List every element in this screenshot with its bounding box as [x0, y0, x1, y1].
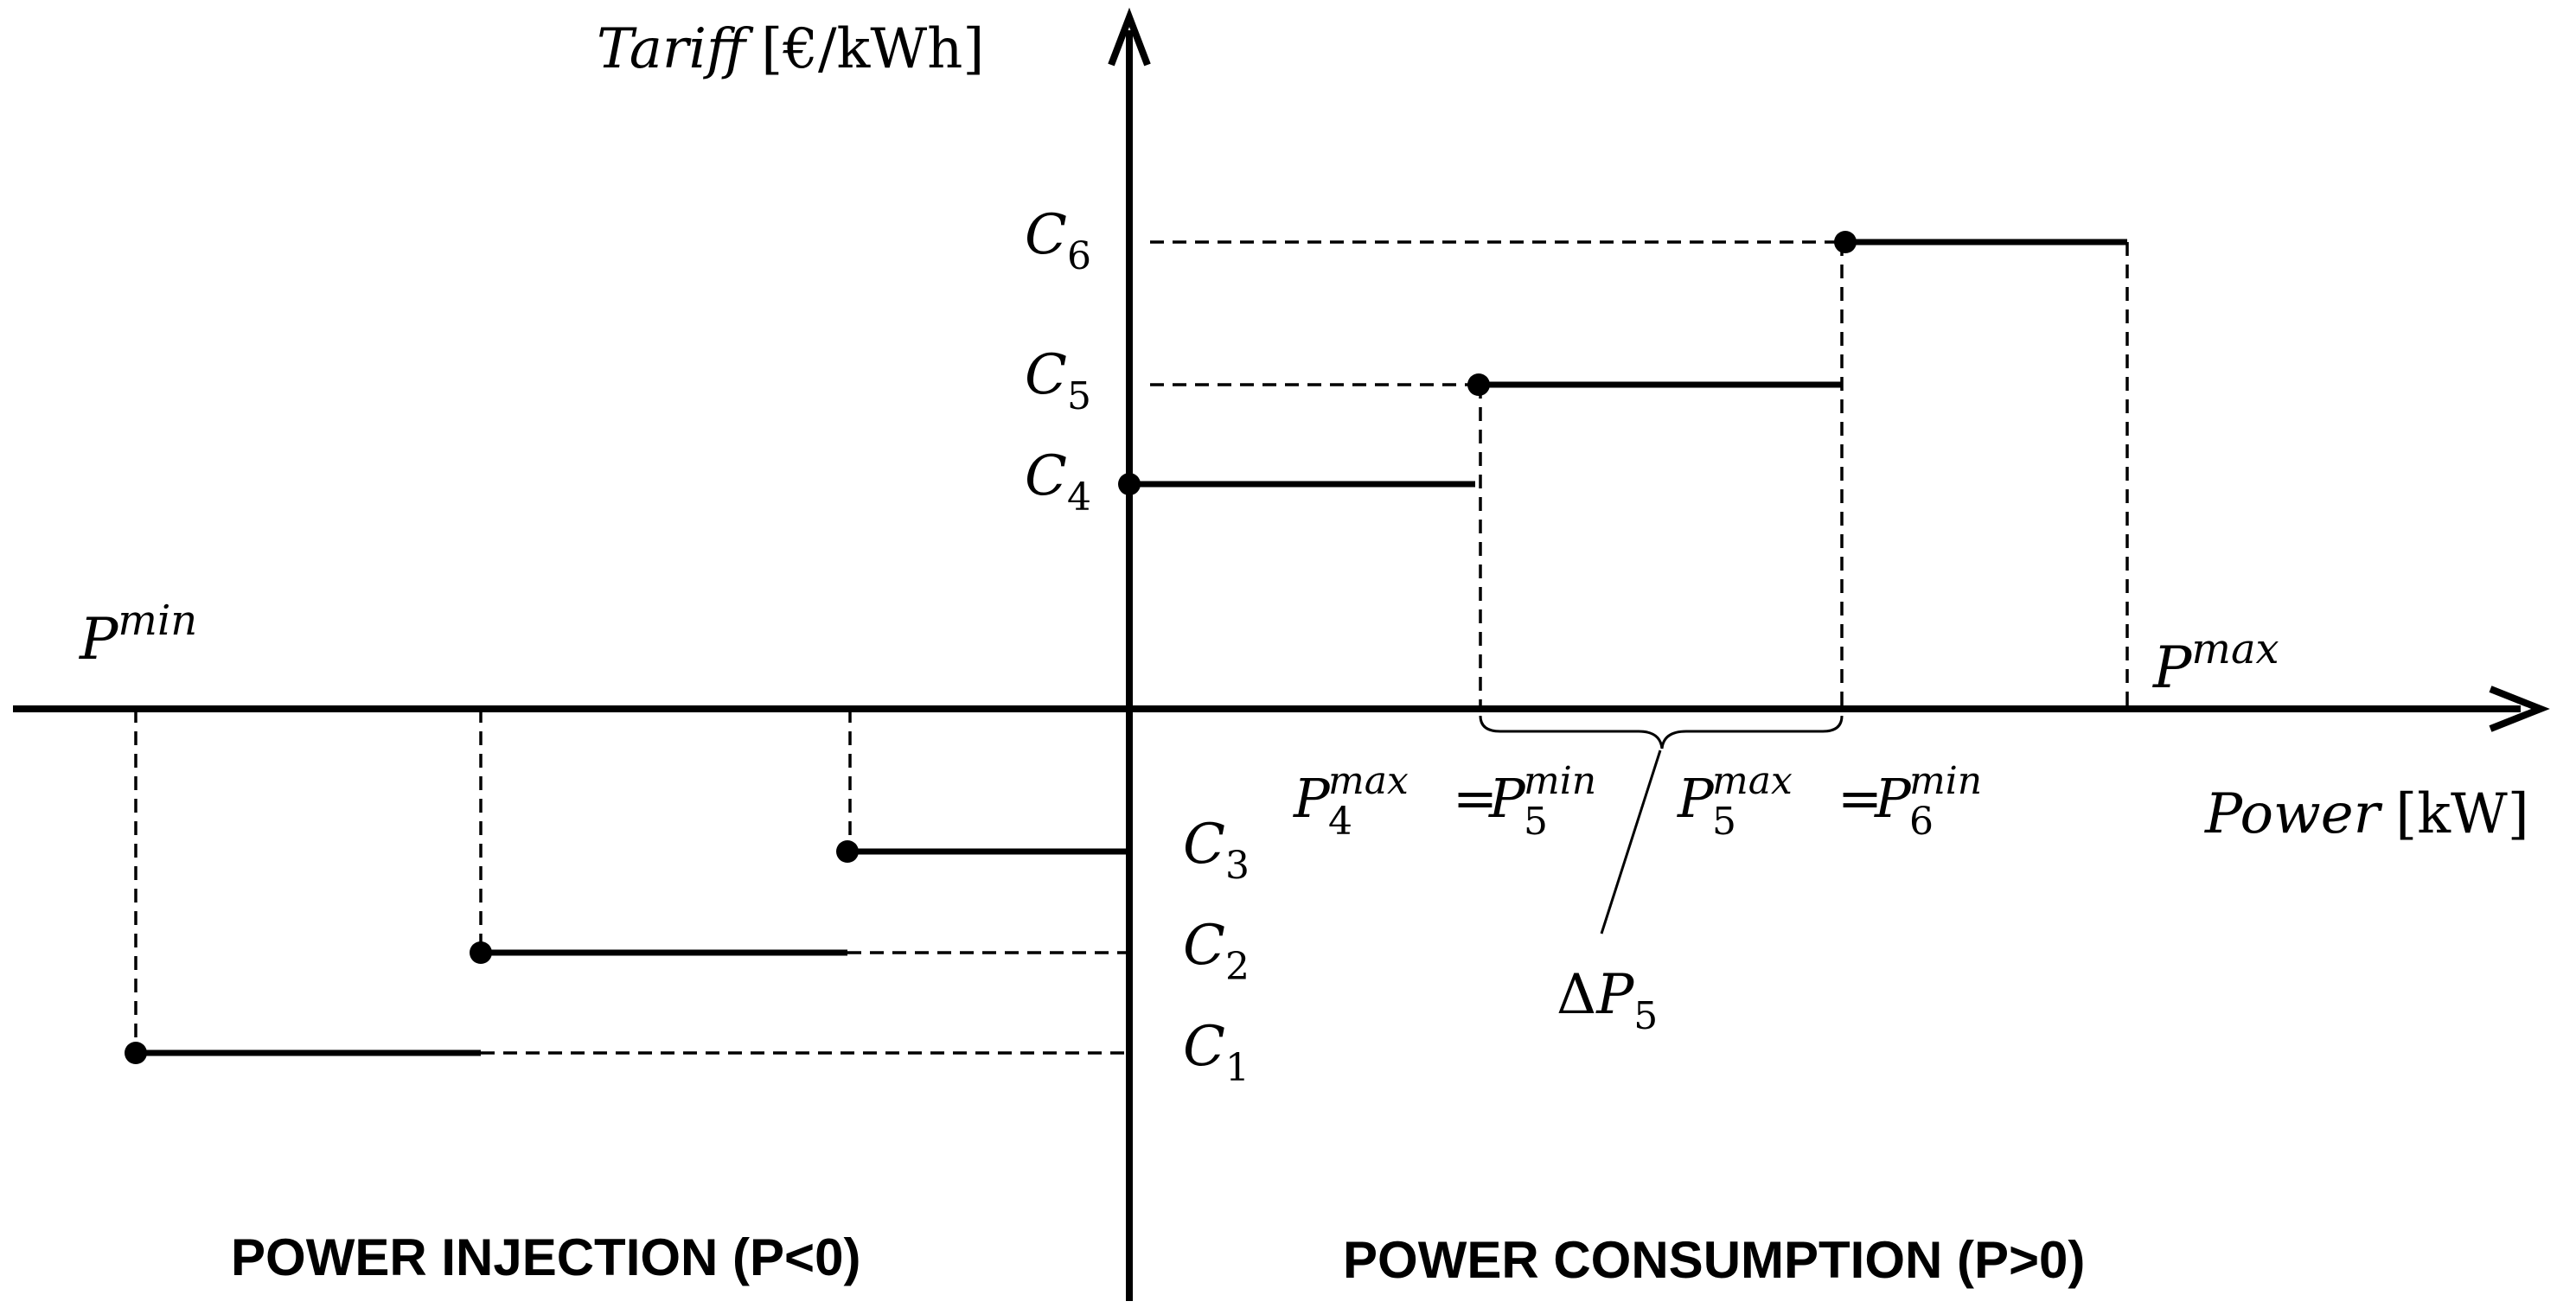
- svg-text:=: =: [1453, 767, 1498, 830]
- level-label-c1: C1: [1183, 1015, 1250, 1090]
- caption-consumption: POWER CONSUMPTION (P>0): [1343, 1231, 2085, 1289]
- x-axis-label: Power[kW]: [2204, 782, 2529, 846]
- svg-text:5: 5: [1524, 800, 1548, 844]
- delta-brace: [1479, 715, 1844, 749]
- svg-text:P: P: [1874, 767, 1912, 830]
- svg-text:5: 5: [1712, 800, 1736, 844]
- pmin-label: Pmin: [79, 596, 197, 673]
- dot-c6: [1834, 231, 1857, 253]
- svg-text:min: min: [1524, 759, 1596, 803]
- caption-injection: POWER INJECTION (P<0): [231, 1228, 860, 1286]
- delta-pointer-line: [1600, 749, 1662, 934]
- svg-text:max: max: [1328, 759, 1409, 803]
- level-label-c2: C2: [1183, 914, 1250, 989]
- svg-text:6: 6: [1909, 800, 1934, 844]
- dot-c4: [1118, 473, 1141, 495]
- y-axis-arrowhead: [1108, 7, 1151, 67]
- level-label-c4: C4: [1025, 444, 1091, 520]
- pmax-label: Pmax: [2152, 625, 2279, 701]
- dot-c2: [470, 941, 492, 964]
- svg-text:min: min: [1909, 759, 1982, 803]
- svg-text:P: P: [1488, 767, 1526, 830]
- svg-text:max: max: [1712, 759, 1793, 803]
- svg-text:P: P: [1677, 767, 1715, 830]
- level-label-c3: C3: [1183, 813, 1250, 888]
- svg-text:4: 4: [1328, 800, 1352, 844]
- breakpoint-p5max-p6min: P max 5 = P min 6: [1677, 759, 1982, 844]
- dot-c5: [1467, 373, 1490, 396]
- dot-c3: [836, 840, 859, 863]
- level-label-c6: C6: [1025, 203, 1091, 278]
- delta-p5-label: ΔP5: [1556, 963, 1658, 1038]
- level-label-c5: C5: [1025, 343, 1091, 418]
- svg-text:=: =: [1838, 767, 1882, 830]
- y-axis-label: Tariff[€/kWh]: [597, 17, 984, 81]
- breakpoint-p4max-p5min: P max 4 = P min 5: [1293, 759, 1596, 844]
- svg-text:P: P: [1293, 767, 1331, 830]
- x-axis-arrowhead: [2489, 686, 2550, 732]
- dot-c1: [125, 1042, 147, 1064]
